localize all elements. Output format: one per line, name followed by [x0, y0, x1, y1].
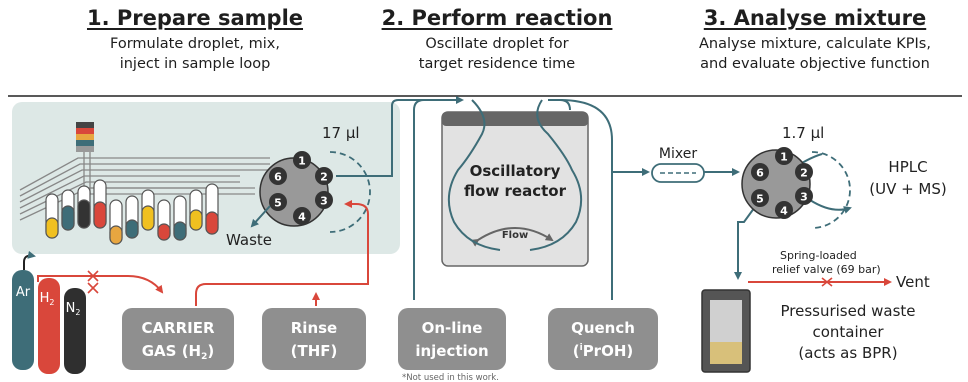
step-2-title: 2. Perform reaction	[381, 6, 613, 30]
valve-2-port-3: 3	[800, 191, 808, 204]
online-injection-line2: injection	[415, 342, 488, 360]
online-injection-line1: On-line	[422, 319, 483, 337]
red-flow-lines	[37, 200, 892, 306]
waste-container-label-line3: (acts as BPR)	[798, 344, 897, 362]
gas-cylinders: Ar H2 N2	[12, 250, 86, 374]
step-3-header: 3. Analyse mixture Analyse mixture, calc…	[670, 6, 960, 74]
cylinder-h2-label: H2	[40, 291, 55, 307]
reactor-label-line1: Oscillatory	[470, 162, 561, 180]
step-1-title: 1. Prepare sample	[86, 6, 304, 30]
step-3-desc-line1: Analyse mixture, calculate KPIs,	[699, 36, 931, 52]
quench-line1: Quench	[571, 319, 635, 337]
reactor-label-line2: flow reactor	[464, 182, 567, 200]
gas-valve-symbols	[87, 270, 833, 294]
waste-container-label-line2: container	[812, 323, 884, 341]
valve-2-port-5: 5	[756, 193, 764, 206]
valve-1-port-5: 5	[274, 197, 282, 210]
valve-2-port-6: 6	[756, 167, 764, 180]
carrier-gas-line1: CARRIER	[141, 319, 215, 337]
loop-volume-2: 1.7 μl	[782, 124, 824, 142]
step-2-desc-line2: target residence time	[418, 56, 576, 72]
valve-1: 1 2 3 4 5 6	[259, 151, 333, 227]
hplc-label-line2: (UV + MS)	[869, 180, 947, 198]
input-quench: Quench (iPrOH)	[548, 308, 658, 370]
vent-label: Vent	[896, 273, 930, 291]
footnote: *Not used in this work.	[402, 373, 499, 382]
hplc-label-line1: HPLC	[888, 158, 927, 176]
valve-2-port-1: 1	[780, 151, 788, 164]
flow-label: Flow	[502, 230, 528, 241]
flow-oscillation-arrow	[470, 227, 554, 247]
input-rinse: Rinse (THF)	[262, 308, 366, 370]
waste-container-label-line1: Pressurised waste	[780, 302, 915, 320]
relief-valve-label-line1: Spring-loaded	[780, 249, 857, 262]
valve-1-port-6: 6	[274, 171, 282, 184]
step-3-title: 3. Analyse mixture	[703, 6, 927, 30]
valve-1-port-3: 3	[320, 195, 328, 208]
mixer-label: Mixer	[659, 146, 697, 162]
valve-2: 1 2 3 4 5 6	[741, 147, 813, 219]
reactor-lid	[442, 112, 588, 126]
loop-volume-1: 17 μl	[322, 124, 360, 142]
valve-1-port-4: 4	[298, 211, 306, 224]
step-3-desc-line2: and evaluate objective function	[700, 56, 930, 72]
mixer: Mixer	[651, 146, 705, 183]
carrier-gas-line2: GAS (H2)	[142, 342, 214, 362]
step-1-desc-line1: Formulate droplet, mix,	[110, 36, 280, 52]
step-1-header: 1. Prepare sample Formulate droplet, mix…	[60, 6, 330, 74]
sample-vials	[45, 179, 219, 245]
valve-2-port-4: 4	[780, 205, 788, 218]
waste-container	[701, 289, 751, 373]
step-2-desc-line1: Oscillate droplet for	[425, 36, 569, 52]
input-online-injection: On-line injection	[398, 308, 506, 370]
step-2-header: 2. Perform reaction Oscillate droplet fo…	[362, 6, 632, 74]
sample-loop-1: 17 μl	[322, 124, 371, 233]
step-1-desc-line2: inject in sample loop	[119, 56, 271, 72]
cylinder-n2-label: N2	[66, 301, 81, 317]
input-carrier-gas: CARRIER GAS (H2)	[122, 308, 234, 370]
valve-1-port-1: 1	[298, 155, 306, 168]
rinse-line1: Rinse	[291, 319, 337, 337]
relief-valve-label-line2: relief valve (69 bar)	[772, 263, 881, 276]
sample-loop-2: 1.7 μl	[782, 124, 851, 229]
valve-2-port-2: 2	[800, 167, 808, 180]
rinse-line2: (THF)	[291, 342, 338, 360]
waste-label: Waste	[226, 231, 272, 249]
tubing-header-stack	[76, 122, 94, 152]
quench-line2: (iPrOH)	[573, 342, 634, 360]
valve-1-port-2: 2	[320, 171, 328, 184]
waste-arrow	[250, 205, 271, 228]
cylinder-ar-label: Ar	[16, 285, 31, 300]
blue-flow-lines	[336, 96, 852, 300]
